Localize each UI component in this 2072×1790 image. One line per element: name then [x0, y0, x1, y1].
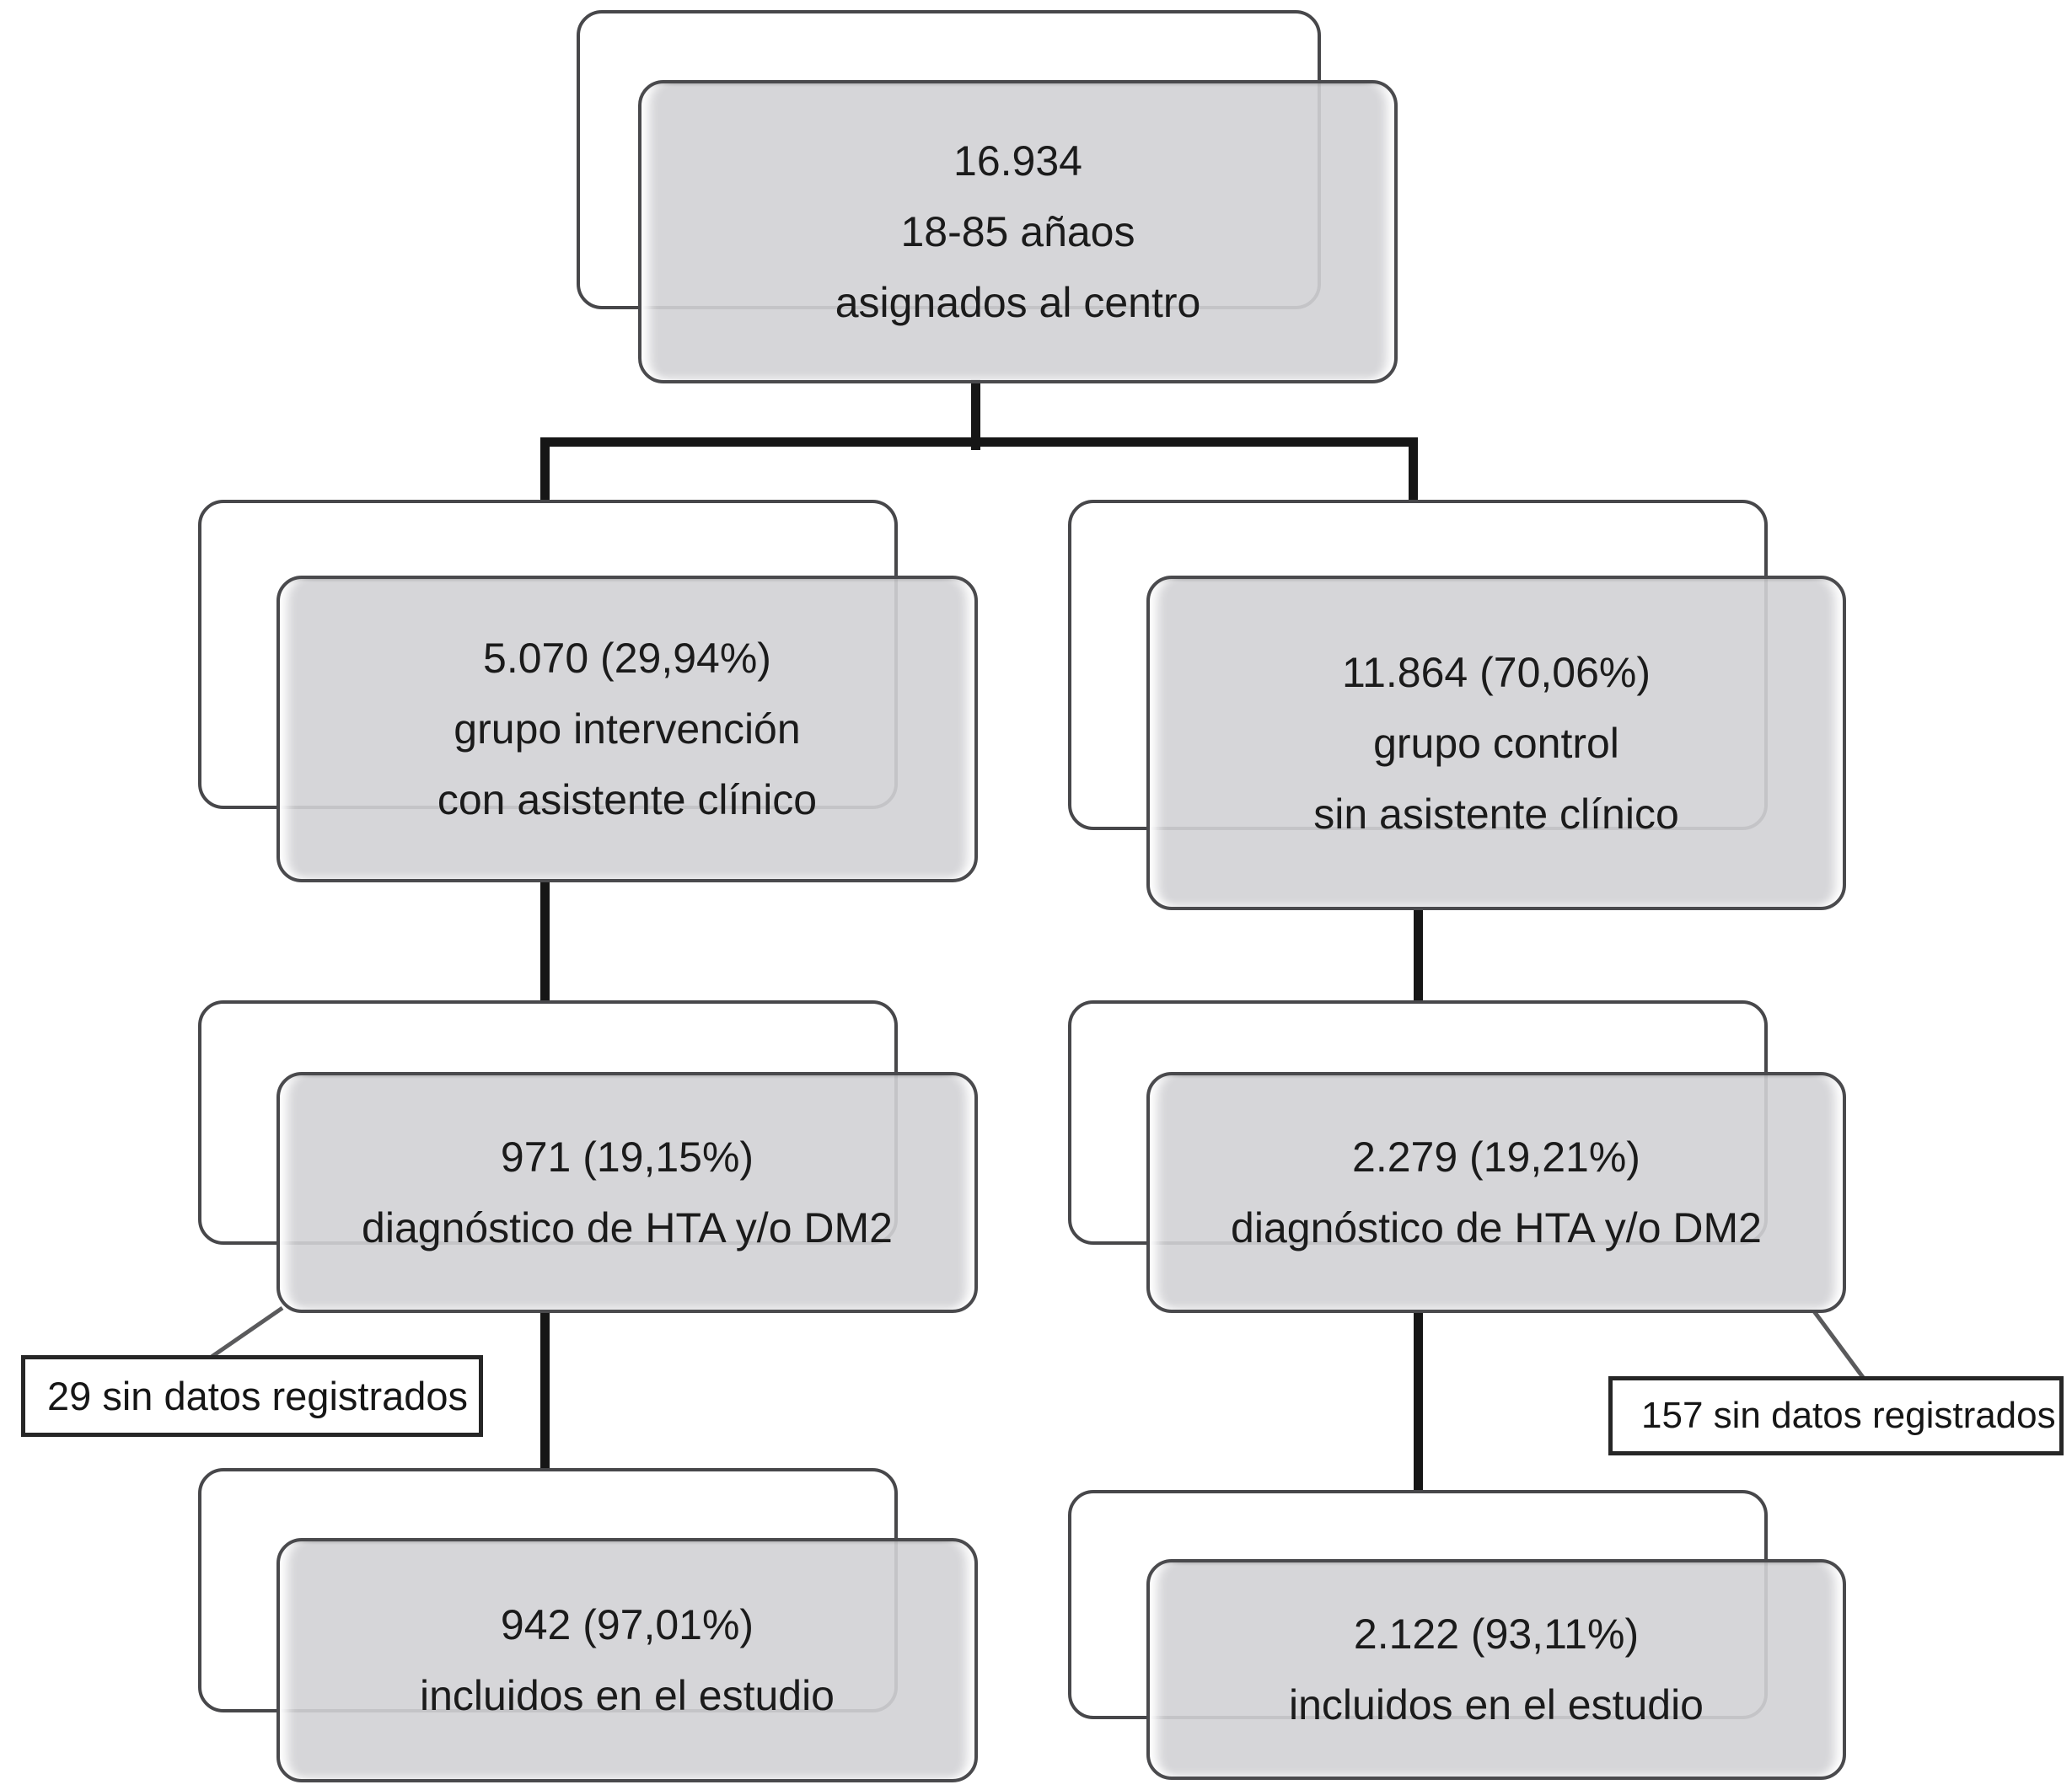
node-intervention-excluded-box: 29 sin datos registrados — [21, 1355, 483, 1437]
node-intervention-box: 5.070 (29,94%) grupo intervención con as… — [276, 576, 978, 882]
connector-branch-left — [540, 437, 550, 503]
connector-total-trunk — [971, 379, 980, 450]
node-intervention-included-box: 942 (97,01%) incluidos en el estudio — [276, 1538, 978, 1782]
connector-intervention-to-dx — [540, 879, 550, 1004]
intervention-dx-count: 971 (19,15%) — [500, 1133, 754, 1181]
diagonal-connector-left — [207, 1305, 284, 1361]
node-intervention-dx-box: 971 (19,15%) diagnóstico de HTA y/o DM2 — [276, 1072, 978, 1313]
connector-split-horizontal — [540, 437, 1418, 447]
connector-control-to-dx — [1414, 907, 1423, 1004]
intervention-group-label: grupo intervención — [454, 705, 801, 753]
connector-branch-right — [1409, 437, 1418, 503]
connector-dx-to-included-left — [540, 1310, 550, 1471]
diagonal-connector-right — [1812, 1310, 1867, 1381]
intervention-dx-label: diagnóstico de HTA y/o DM2 — [362, 1204, 893, 1251]
intervention-description: con asistente clínico — [437, 776, 818, 823]
total-description: asignados al centro — [835, 279, 1201, 326]
intervention-included-count: 942 (97,01%) — [500, 1601, 754, 1648]
intervention-excluded-label: 29 sin datos registrados — [47, 1374, 469, 1418]
connector-dx-to-included-right — [1414, 1310, 1423, 1493]
node-total-box: 16.934 18-85 añaos asignados al centro — [638, 80, 1398, 383]
node-control-box: 11.864 (70,06%) grupo control sin asiste… — [1146, 576, 1846, 910]
intervention-included-label: incluidos en el estudio — [420, 1672, 835, 1719]
intervention-count: 5.070 (29,94%) — [483, 635, 771, 682]
control-included-count: 2.122 (93,11%) — [1353, 1610, 1640, 1658]
control-included-label: incluidos en el estudio — [1289, 1681, 1704, 1728]
node-control-included-box: 2.122 (93,11%) incluidos en el estudio — [1146, 1559, 1846, 1780]
control-dx-label: diagnóstico de HTA y/o DM2 — [1231, 1204, 1762, 1251]
node-control-excluded-box: 157 sin datos registrados — [1608, 1376, 2064, 1455]
control-group-label: grupo control — [1373, 719, 1619, 767]
control-count: 11.864 (70,06%) — [1342, 648, 1651, 696]
control-dx-count: 2.279 (19,21%) — [1352, 1133, 1640, 1181]
node-control-dx-box: 2.279 (19,21%) diagnóstico de HTA y/o DM… — [1146, 1072, 1846, 1313]
control-excluded-label: 157 sin datos registrados — [1641, 1395, 2056, 1436]
total-age-range: 18-85 añaos — [900, 208, 1135, 255]
total-count: 16.934 — [953, 137, 1082, 185]
control-description: sin asistente clínico — [1313, 790, 1679, 838]
